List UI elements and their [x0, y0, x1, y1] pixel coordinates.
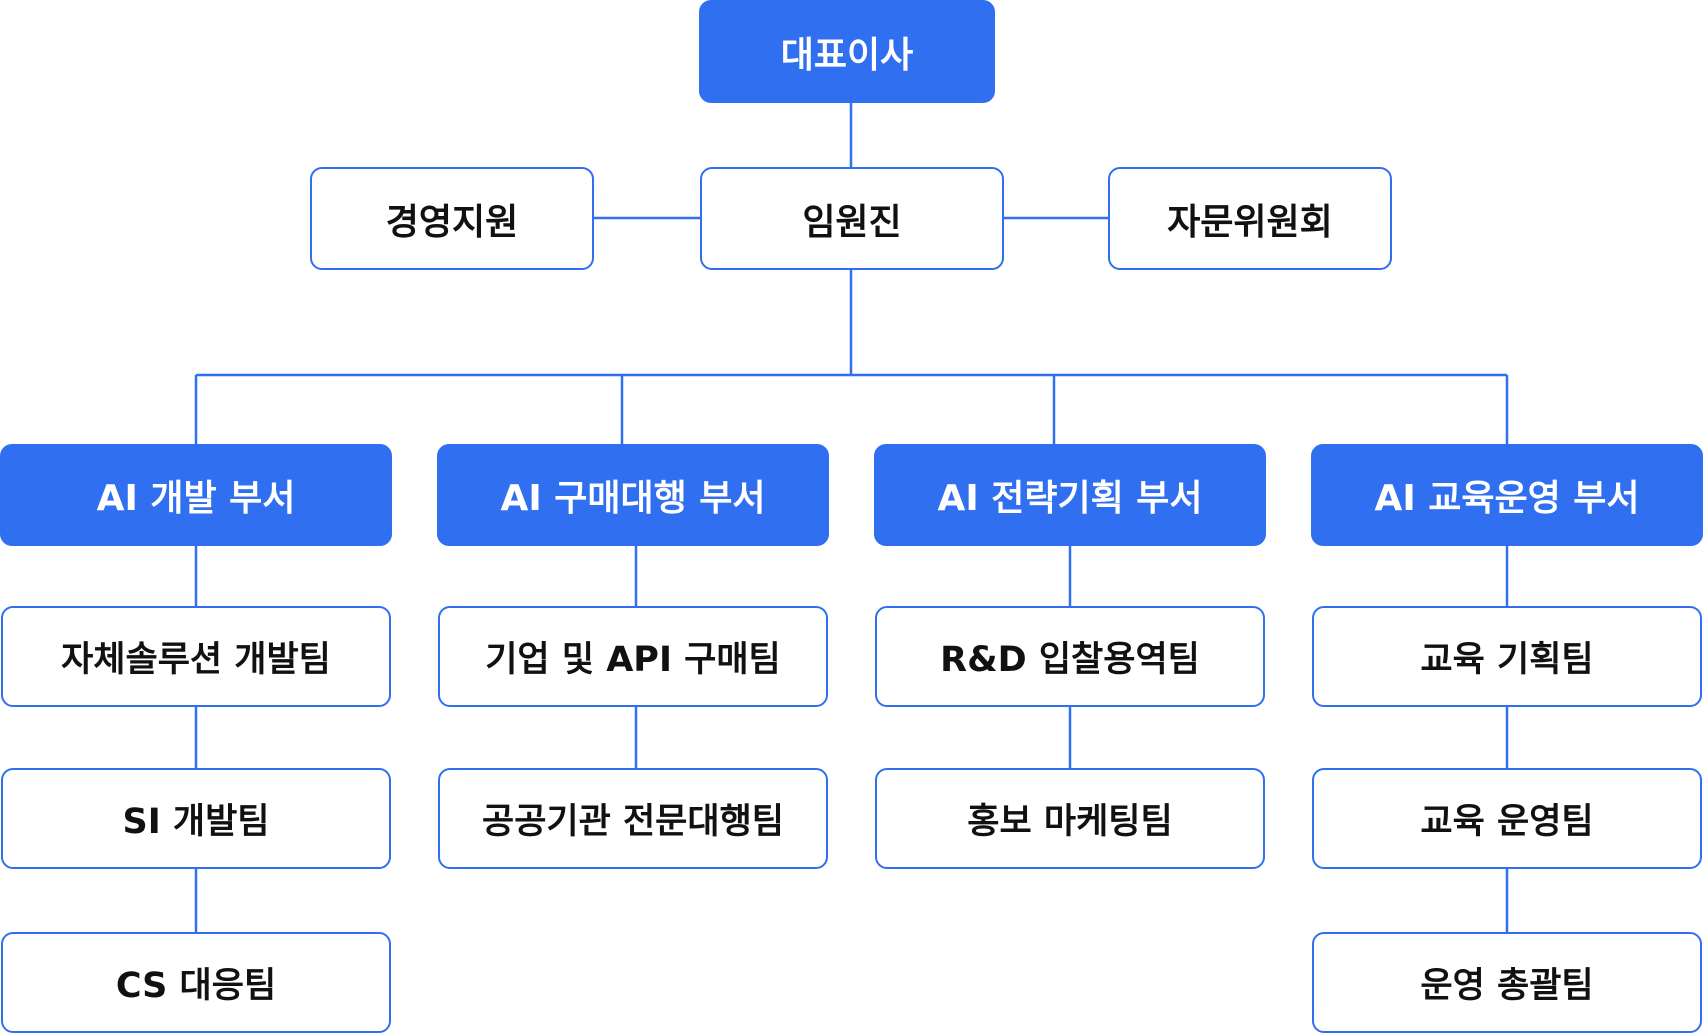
department-box-ai-development: AI 개발 부서	[0, 444, 392, 546]
department-label: AI 교육운영 부서	[1374, 478, 1640, 519]
team-box: 교육 운영팀	[1312, 768, 1702, 869]
team-label: CS 대응팀	[115, 966, 277, 1006]
team-box: CS 대응팀	[1, 932, 391, 1033]
team-box: 기업 및 API 구매팀	[438, 606, 828, 707]
team-label: 공공기관 전문대행팀	[482, 802, 784, 842]
department-label: AI 개발 부서	[96, 478, 296, 519]
executives-box: 임원진	[700, 167, 1004, 270]
department-label: AI 전략기획 부서	[937, 478, 1203, 519]
management-support-box: 경영지원	[310, 167, 594, 270]
team-box: R&D 입찰용역팀	[875, 606, 1265, 707]
advisory-committee-box: 자문위원회	[1108, 167, 1392, 270]
ceo-box: 대표이사	[699, 0, 995, 103]
department-box-ai-education: AI 교육운영 부서	[1311, 444, 1703, 546]
department-box-ai-strategy: AI 전략기획 부서	[874, 444, 1266, 546]
ceo-label: 대표이사	[780, 34, 914, 76]
team-label: SI 개발팀	[122, 802, 270, 842]
advisory-committee-label: 자문위원회	[1167, 201, 1333, 243]
team-box: 운영 총괄팀	[1312, 932, 1702, 1033]
team-box: 자체솔루션 개발팀	[1, 606, 391, 707]
team-label: 자체솔루션 개발팀	[61, 640, 331, 680]
management-support-label: 경영지원	[385, 201, 519, 243]
team-box: SI 개발팀	[1, 768, 391, 869]
team-box: 공공기관 전문대행팀	[438, 768, 828, 869]
team-box: 교육 기획팀	[1312, 606, 1702, 707]
executives-label: 임원진	[802, 201, 902, 243]
team-label: 홍보 마케팅팀	[967, 802, 1173, 842]
team-label: R&D 입찰용역팀	[940, 640, 1200, 680]
team-box: 홍보 마케팅팀	[875, 768, 1265, 869]
team-label: 운영 총괄팀	[1420, 966, 1594, 1006]
department-label: AI 구매대행 부서	[500, 478, 766, 519]
team-label: 교육 운영팀	[1420, 802, 1594, 842]
team-label: 기업 및 API 구매팀	[485, 640, 781, 680]
team-label: 교육 기획팀	[1420, 640, 1594, 680]
department-box-ai-purchasing: AI 구매대행 부서	[437, 444, 829, 546]
